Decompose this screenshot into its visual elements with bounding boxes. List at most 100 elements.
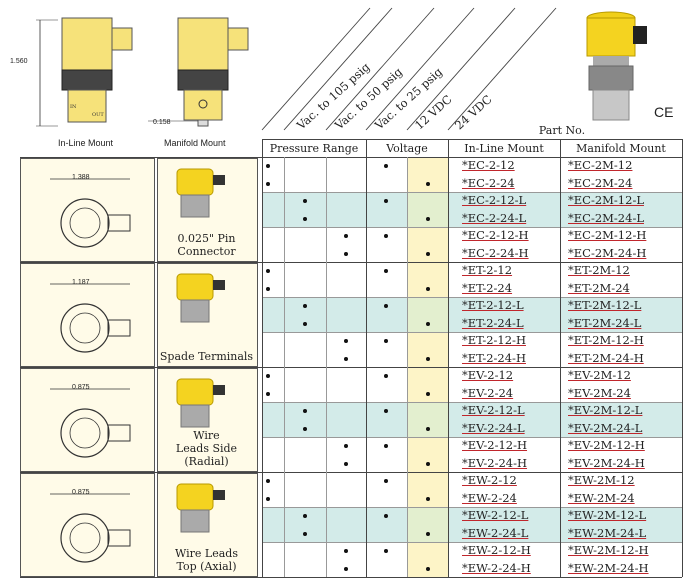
inline-part-number[interactable]: *EW-2-24 [462, 490, 517, 505]
pressure-dot [344, 566, 348, 571]
header-diagonals [261, 7, 557, 131]
row-band-voltage [407, 402, 448, 437]
voltage-dot [384, 374, 388, 378]
row-band-voltage [407, 297, 448, 332]
inline-part-number[interactable]: *EC-2-24-H [462, 245, 529, 260]
manifold-part-number[interactable]: *ET-2M-12 [568, 263, 630, 277]
manifold-mount-drawing [148, 8, 258, 133]
inline-part-number[interactable]: *EW-2-24-L [462, 525, 529, 540]
inline-part-number[interactable]: *EV-2-12-H [462, 438, 528, 452]
inline-part-number[interactable]: *ET-2-24 [462, 280, 513, 295]
pressure-dot [344, 251, 348, 256]
inline-mount-label: In-Line Mount [58, 138, 114, 148]
manifold-part-number[interactable]: *EV-2M-12 [568, 368, 631, 382]
pressure-dot [344, 339, 348, 343]
valve-top-view-drawing [50, 283, 131, 353]
dimension-drawing-box [20, 158, 155, 262]
row-divider [262, 297, 682, 298]
pressure-dot [266, 286, 270, 291]
inline-part-number[interactable]: *EW-2-12-L [462, 508, 529, 522]
manifold-part-number[interactable]: *EW-2M-24-H [568, 560, 649, 575]
manifold-part-number[interactable]: *EC-2M-24 [568, 175, 633, 190]
pressure-dot [344, 549, 348, 553]
row-band [262, 192, 682, 227]
voltage-dot [426, 321, 430, 326]
voltage-dot [384, 444, 388, 448]
manifold-part-number[interactable]: *EV-2M-24-H [568, 455, 645, 470]
voltage-dot [384, 514, 388, 518]
ce-mark-icon: CE [654, 104, 674, 120]
manifold-part-number[interactable]: *EV-2M-12-L [568, 403, 643, 417]
manifold-part-number[interactable]: *EV-2M-24 [568, 385, 631, 400]
inline-part-number[interactable]: *EC-2-24-L [462, 210, 527, 225]
pressure-dot [266, 479, 270, 483]
manifold-part-number[interactable]: *EC-2M-24-L [568, 210, 644, 225]
manifold-part-number[interactable]: *EC-2M-12-L [568, 193, 644, 207]
row-divider [262, 437, 682, 438]
manifold-part-number[interactable]: *ET-2M-24 [568, 280, 630, 295]
inline-part-number[interactable]: *EW-2-12 [462, 473, 517, 487]
pressure-dot [303, 321, 307, 326]
manifold-part-number[interactable]: *ET-2M-12-L [568, 298, 642, 312]
manifold-part-number[interactable]: *EV-2M-12-H [568, 438, 645, 452]
voltage-dot [426, 496, 430, 501]
inline-part-number[interactable]: *ET-2-12 [462, 263, 513, 277]
inline-mount-header: In-Line Mount [464, 142, 544, 155]
voltage-dot [426, 391, 430, 396]
manifold-part-number[interactable]: *EC-2M-12-H [568, 228, 647, 242]
manifold-mount-label: Manifold Mount [164, 138, 226, 148]
voltage-dot [384, 479, 388, 483]
manifold-part-number[interactable]: *ET-2M-12-H [568, 333, 644, 347]
manifold-part-number[interactable]: *ET-2M-24-L [568, 315, 642, 330]
manifold-part-number[interactable]: *EC-2M-12 [568, 158, 633, 172]
voltage-dot [426, 426, 430, 431]
diameter-dimension: 1.388 [72, 174, 90, 181]
voltage-dot [384, 234, 388, 238]
inline-part-number[interactable]: *EW-2-12-H [462, 543, 531, 557]
inline-part-number[interactable]: *EC-2-24 [462, 175, 515, 190]
pressure-dot [303, 216, 307, 221]
manifold-part-number[interactable]: *EW-2M-24 [568, 490, 635, 505]
diameter-dimension: 1.187 [72, 279, 90, 286]
manifold-part-number[interactable]: *EW-2M-12-L [568, 508, 647, 522]
inline-part-number[interactable]: *EV-2-24-H [462, 455, 528, 470]
inline-part-number[interactable]: *EC-2-12-H [462, 228, 529, 242]
voltage-dot [426, 181, 430, 186]
row-band-voltage [407, 507, 448, 542]
inline-part-number[interactable]: *ET-2-12-L [462, 298, 524, 312]
connector-type-label: Wire Leads Top (Axial) [175, 547, 238, 573]
manifold-part-number[interactable]: *ET-2M-24-H [568, 350, 644, 365]
pressure-dot [266, 181, 270, 186]
voltage-dot [426, 286, 430, 291]
inline-part-number[interactable]: *EV-2-12-L [462, 403, 525, 417]
diameter-dimension: 0.875 [72, 384, 90, 391]
voltage-dot [426, 461, 430, 466]
inline-part-number[interactable]: *EW-2-24-H [462, 560, 531, 575]
row-divider [262, 332, 682, 333]
inline-part-number[interactable]: *EC-2-12-L [462, 193, 527, 207]
row-band [262, 507, 682, 542]
inline-part-number[interactable]: *ET-2-24-H [462, 350, 526, 365]
pressure-dot [266, 164, 270, 168]
row-divider [262, 542, 682, 543]
valve-photo-thumb [176, 168, 225, 218]
column-divider [326, 157, 327, 577]
pressure-dot [266, 374, 270, 378]
inline-part-number[interactable]: *EV-2-24 [462, 385, 514, 400]
inline-part-number[interactable]: *ET-2-24-L [462, 315, 524, 330]
group-divider [20, 367, 682, 368]
inline-part-number[interactable]: *EV-2-24-L [462, 420, 525, 435]
manifold-part-number[interactable]: *EW-2M-12 [568, 473, 635, 487]
group-divider [20, 157, 682, 158]
inline-part-number[interactable]: *EC-2-12 [462, 158, 515, 172]
manifold-part-number[interactable]: *EW-2M-24-L [568, 525, 647, 540]
connector-type-label: Spade Terminals [159, 350, 254, 363]
manifold-part-number[interactable]: *EV-2M-24-L [568, 420, 643, 435]
row-band [262, 402, 682, 437]
manifold-part-number[interactable]: *EC-2M-24-H [568, 245, 647, 260]
manifold-part-number[interactable]: *EW-2M-12-H [568, 543, 649, 557]
inline-part-number[interactable]: *ET-2-12-H [462, 333, 526, 347]
pressure-dot [303, 426, 307, 431]
svg-text:IN: IN [70, 104, 77, 110]
inline-part-number[interactable]: *EV-2-12 [462, 368, 514, 382]
